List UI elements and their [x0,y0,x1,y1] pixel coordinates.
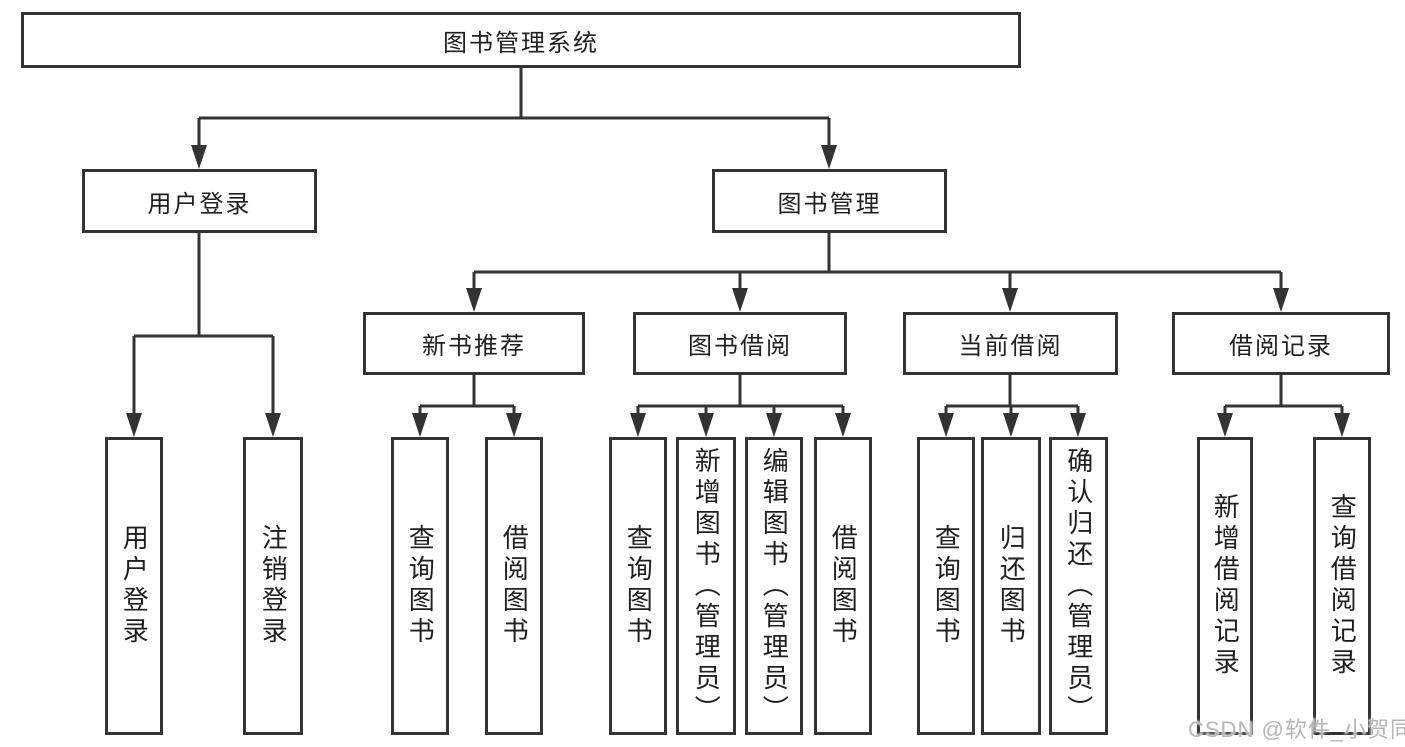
node-borrowing-records: 借阅记录 [1172,312,1390,375]
node-root-label: 图书管理系统 [443,29,599,57]
node-book-management-branch-label: 图书管理 [777,190,882,218]
node-leaf-query-borrow-record: 查询借阅记录 [1313,437,1371,735]
node-leaf-edit-book-admin-label: 编辑图书（管理员） [759,446,790,726]
node-borrowing-records-label: 借阅记录 [1229,333,1333,360]
node-leaf-add-borrow-record-label: 新增借阅记录 [1210,493,1241,679]
node-user-login-branch-label: 用户登录 [147,190,252,218]
node-leaf-query-books-current: 查询图书 [917,437,975,735]
node-leaf-return-book: 归还图书 [981,437,1041,735]
node-book-borrowing-label: 图书借阅 [688,333,792,360]
node-leaf-add-book-admin: 新增图书（管理员） [676,437,736,735]
node-leaf-query-borrow-record-label: 查询借阅记录 [1327,493,1358,679]
node-leaf-logout: 注销登录 [243,437,303,735]
node-leaf-query-books-borrowing-label: 查询图书 [623,524,654,648]
node-leaf-add-borrow-record: 新增借阅记录 [1197,437,1253,735]
node-leaf-return-book-label: 归还图书 [996,524,1027,648]
node-new-book-recommend-label: 新书推荐 [422,333,526,360]
node-leaf-user-login: 用户登录 [105,437,163,735]
node-leaf-add-book-admin-label: 新增图书（管理员） [691,446,722,726]
node-current-borrowing-label: 当前借阅 [958,333,1063,360]
node-leaf-confirm-return-admin-label: 确认归还（管理员） [1063,446,1094,726]
node-leaf-edit-book-admin: 编辑图书（管理员） [745,437,803,735]
node-leaf-confirm-return-admin: 确认归还（管理员） [1049,437,1108,735]
node-leaf-borrow-books-recommend: 借阅图书 [485,437,543,735]
node-current-borrowing: 当前借阅 [903,312,1118,375]
node-leaf-query-books-borrowing: 查询图书 [609,437,667,735]
node-leaf-query-books-recommend-label: 查询图书 [405,524,436,648]
node-leaf-query-books-current-label: 查询图书 [931,524,962,648]
csdn-watermark: CSDN @软件_小贺同学 [1188,717,1405,742]
node-leaf-borrow-books-recommend-label: 借阅图书 [499,524,530,648]
node-book-borrowing: 图书借阅 [633,312,847,375]
node-leaf-logout-label: 注销登录 [258,524,289,648]
node-root: 图书管理系统 [21,12,1021,68]
node-leaf-query-books-recommend: 查询图书 [391,437,449,735]
node-leaf-user-login-label: 用户登录 [119,524,150,648]
node-user-login-branch: 用户登录 [82,169,317,233]
node-new-book-recommend: 新书推荐 [363,312,585,375]
node-book-management-branch: 图书管理 [712,169,947,233]
node-leaf-borrow-books-borrowing: 借阅图书 [814,437,872,735]
node-leaf-borrow-books-borrowing-label: 借阅图书 [828,524,859,648]
